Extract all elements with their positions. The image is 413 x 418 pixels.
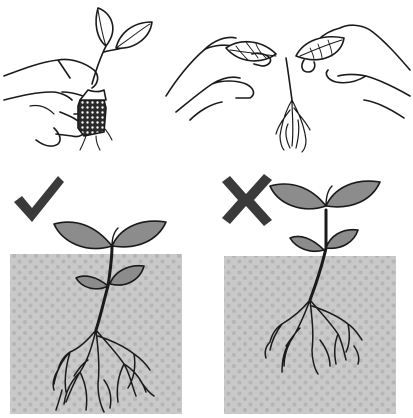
root-ball xyxy=(78,100,106,136)
incorrect-planting-panel xyxy=(222,174,396,414)
correct-planting-panel xyxy=(10,176,182,414)
top-leaf-left-correct xyxy=(54,222,112,248)
hanging-roots xyxy=(276,100,310,152)
hands-holding-leaves-illustration xyxy=(166,25,410,152)
top-leaf-right-correct xyxy=(112,221,166,247)
checkmark-icon xyxy=(14,176,64,222)
top-leaf-right-incorrect xyxy=(326,181,380,207)
top-leaf-left-incorrect xyxy=(270,184,326,209)
small-leaf-right-incorrect xyxy=(326,230,358,249)
soil-block-incorrect xyxy=(224,256,396,414)
small-leaf-left-incorrect xyxy=(290,237,324,252)
hand-holding-root-ball-illustration xyxy=(4,8,152,150)
cross-icon xyxy=(222,174,272,226)
held-leaf-left xyxy=(226,42,276,61)
hanging-stem xyxy=(286,58,292,100)
